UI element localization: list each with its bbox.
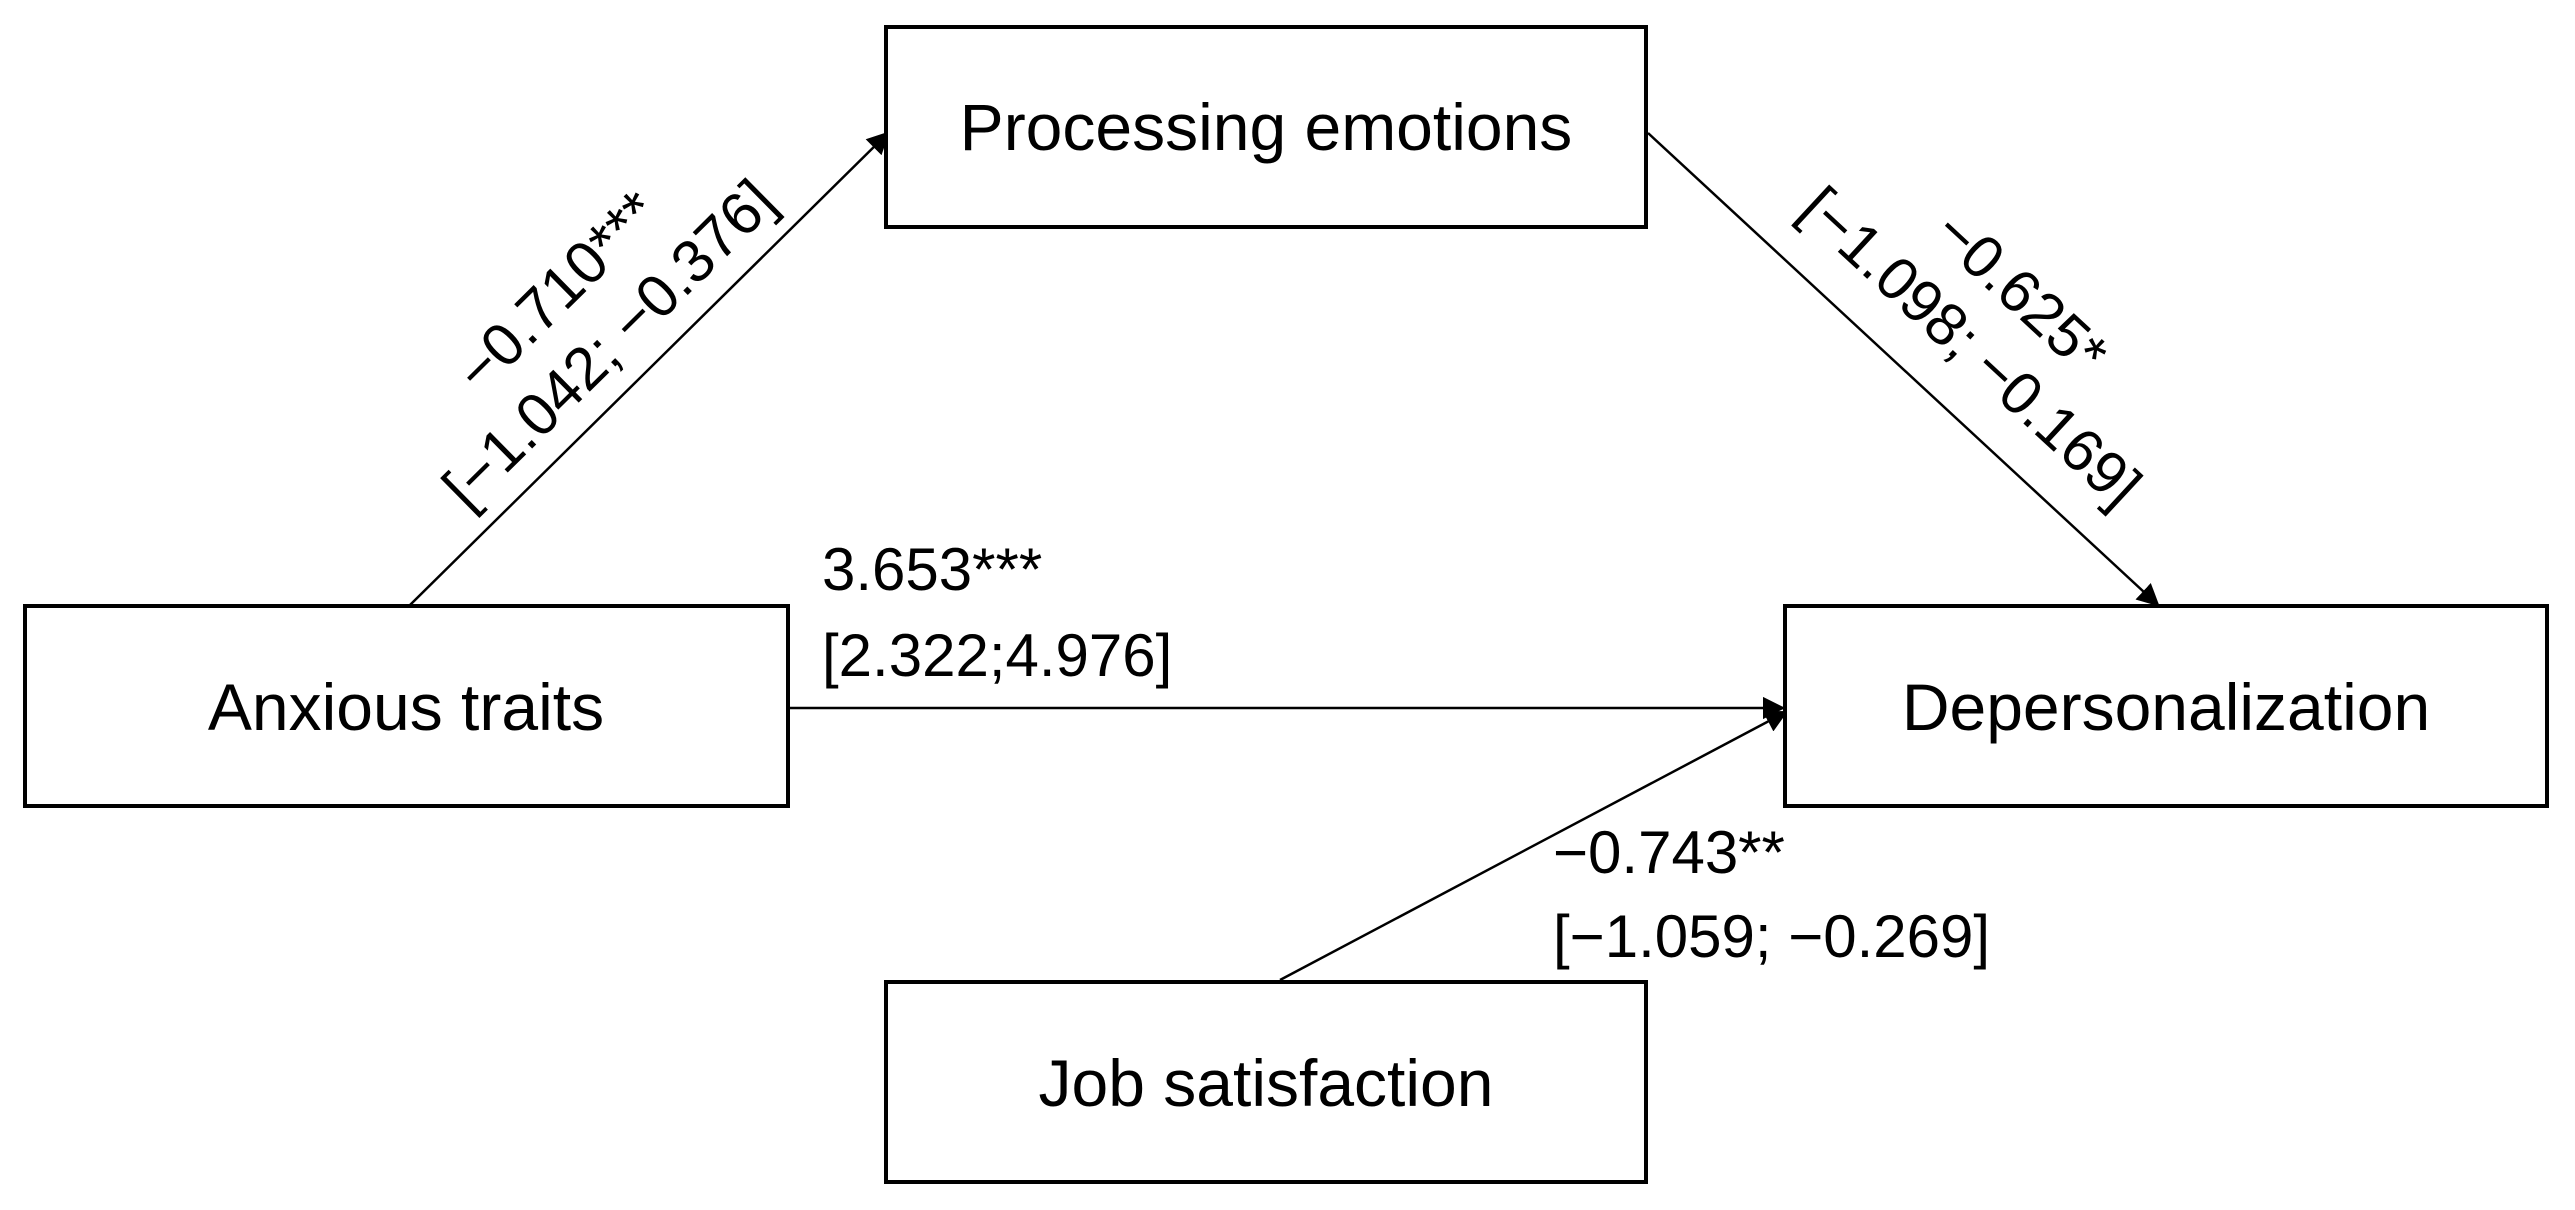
node-job-satisfaction: Job satisfaction (884, 980, 1648, 1184)
node-depersonalization: Depersonalization (1783, 604, 2549, 808)
arrow-processing-to-depersonalization (1647, 132, 2160, 607)
node-anxious-traits: Anxious traits (23, 604, 790, 808)
path-d-ci: [−1.059; −0.269] (1553, 903, 1990, 970)
node-label-processing-emotions: Processing emotions (960, 90, 1573, 164)
arrow-anxious-to-processing (409, 131, 890, 606)
path-c-coefficient: 3.653*** (822, 536, 1042, 603)
path-c-ci: [2.322;4.976] (822, 622, 1172, 689)
path-label-a: −0.710*** [−1.042; −0.376] (430, 167, 788, 522)
path-d-coefficient: −0.743** (1553, 819, 1785, 886)
node-label-depersonalization: Depersonalization (1902, 670, 2430, 744)
node-label-anxious-traits: Anxious traits (208, 670, 604, 744)
node-label-job-satisfaction: Job satisfaction (1039, 1046, 1494, 1120)
path-label-d: −0.743** [−1.059; −0.269] (1553, 819, 1990, 970)
arrow-jobsat-to-depersonalization (1279, 710, 1788, 982)
node-processing-emotions: Processing emotions (884, 25, 1648, 229)
path-label-c: 3.653*** [2.322;4.976] (822, 536, 1172, 689)
